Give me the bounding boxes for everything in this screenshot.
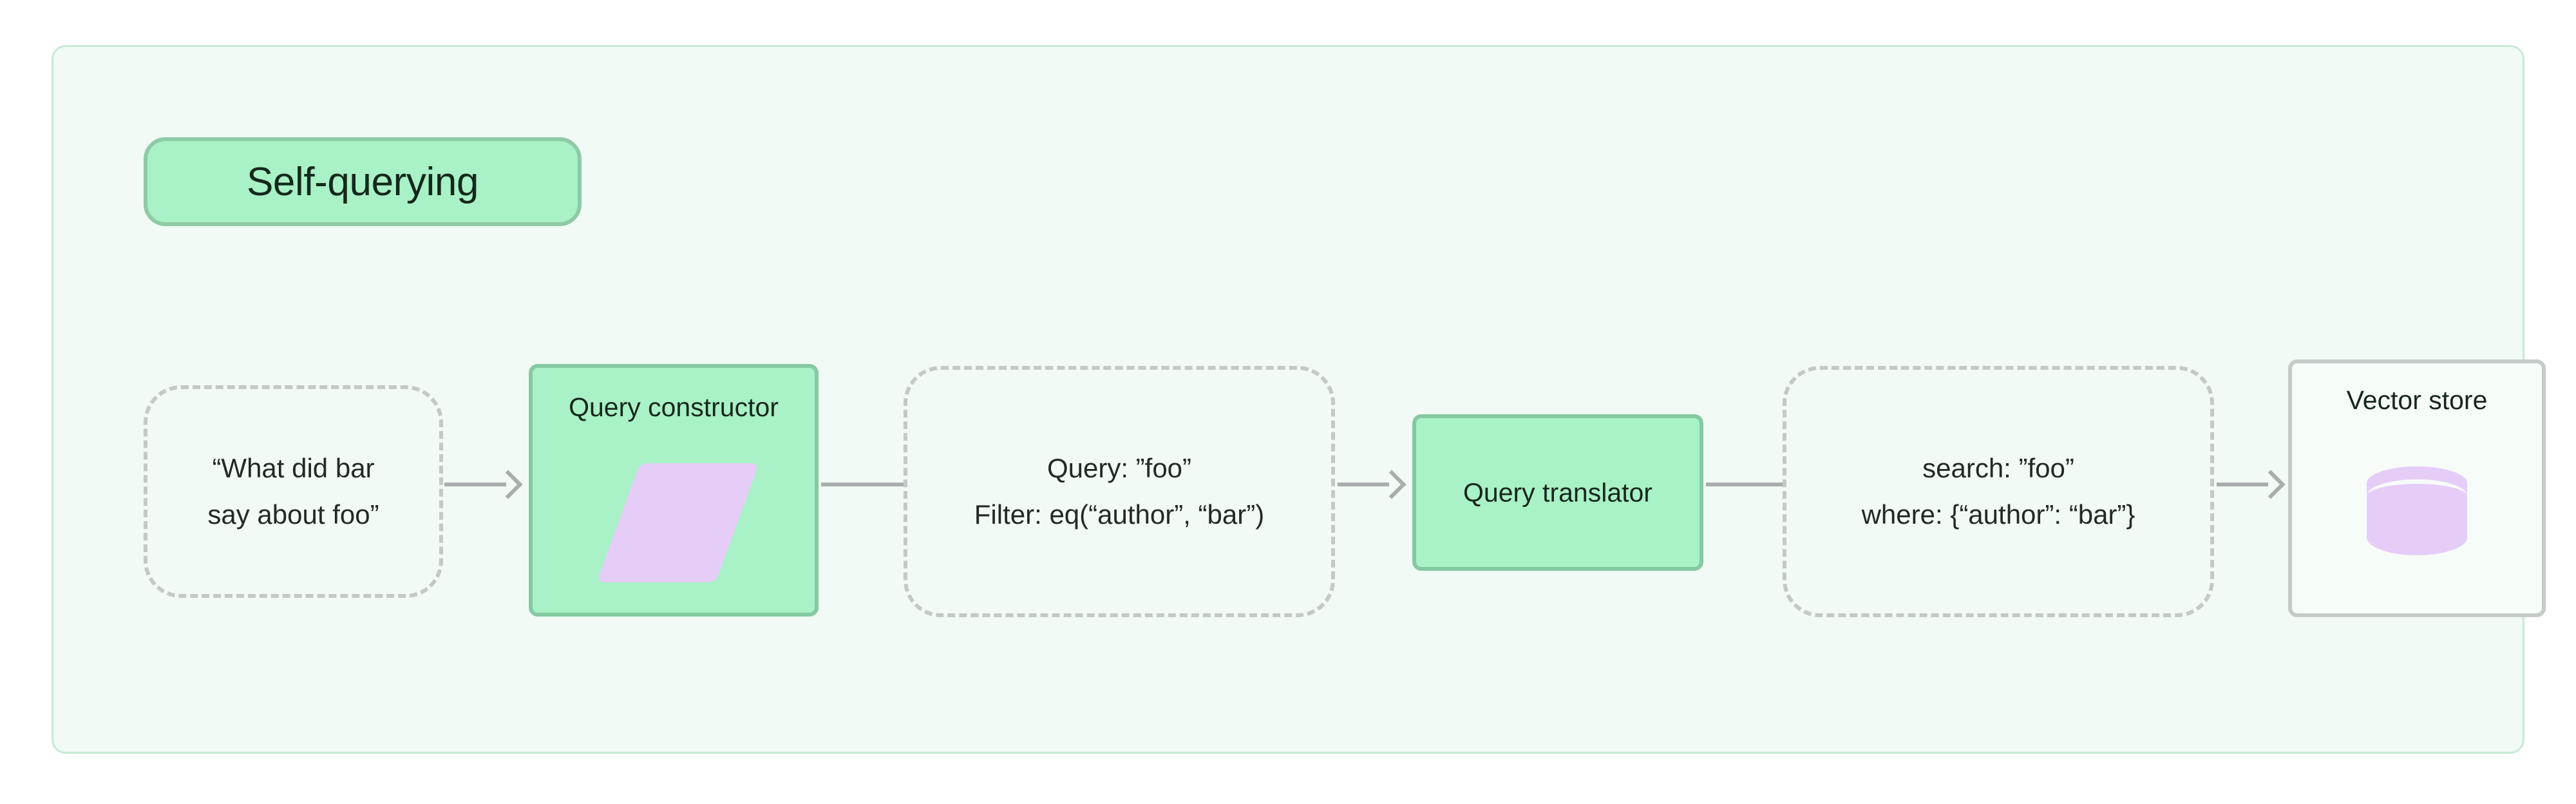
arrowhead-icon (2256, 470, 2286, 499)
subgraph-title-label: Self-querying (246, 159, 479, 204)
edge-question-to-constructor (444, 483, 506, 486)
node-structured-query[interactable]: Query: ”foo” Filter: eq(“author”, “bar”) (904, 366, 1335, 617)
parallelogram-icon (596, 463, 759, 582)
node-vector-store[interactable]: Vector store (2288, 359, 2546, 617)
node-vector-store-label: Vector store (2346, 385, 2488, 415)
node-query-translator-label: Query translator (1463, 477, 1653, 507)
node-translated-query[interactable]: search: ”foo” where: {“author”: “bar”} (1783, 366, 2214, 617)
edge-translator-to-translated-query (1706, 483, 1783, 486)
node-query-constructor-label: Query constructor (569, 392, 779, 422)
node-user-question-line-2: say about foo” (207, 499, 379, 530)
node-query-constructor[interactable]: Query constructor (529, 364, 819, 617)
edge-translated-query-to-vector-store (2217, 483, 2268, 486)
node-translated-query-line-2: where: {“author”: “bar”} (1861, 499, 2136, 530)
node-translated-query-line-1: search: ”foo” (1922, 452, 2074, 483)
edge-constructor-to-structured-query (821, 483, 904, 486)
self-querying-subgraph: Self-querying “What did bar say about fo… (52, 45, 2546, 754)
node-query-translator[interactable]: Query translator (1412, 414, 1703, 571)
node-user-question[interactable]: “What did bar say about foo” (144, 385, 443, 598)
arrowhead-icon (1377, 470, 1406, 499)
node-structured-query-line-2: Filter: eq(“author”, “bar”) (974, 499, 1265, 530)
node-structured-query-line-1: Query: ”foo” (1046, 452, 1192, 483)
arrowhead-icon (493, 470, 523, 499)
edge-structured-query-to-translator (1338, 483, 1389, 486)
subgraph-title-pill: Self-querying (144, 137, 582, 226)
node-user-question-line-1: “What did bar (212, 452, 375, 483)
cylinder-seam (2367, 479, 2467, 513)
database-cylinder-icon (2367, 466, 2467, 563)
